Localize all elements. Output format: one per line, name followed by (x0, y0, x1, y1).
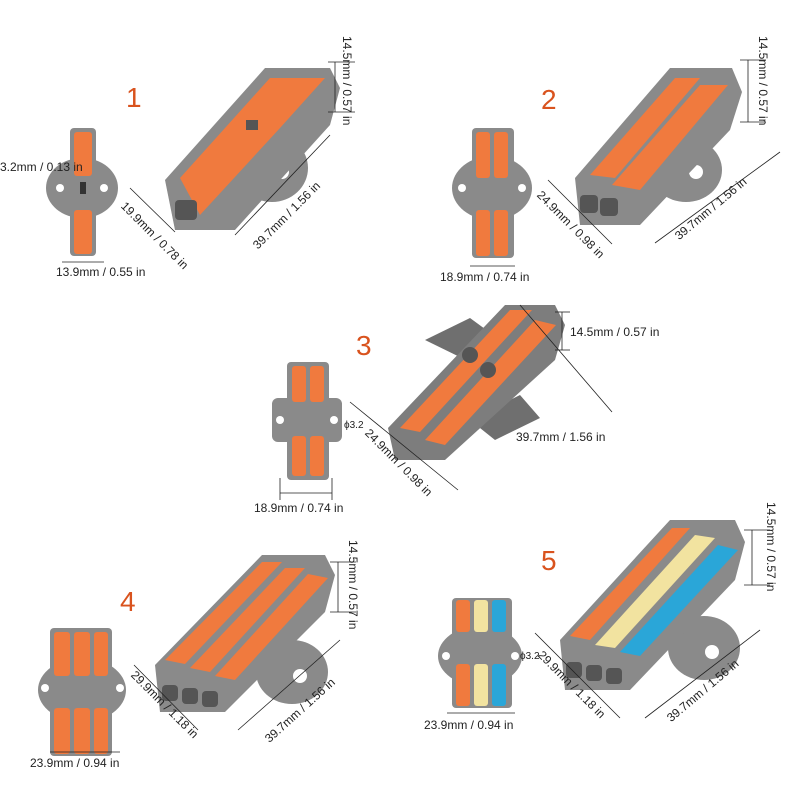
variant-4-number: 4 (120, 586, 136, 617)
variant-1-front-width-label: 13.9mm / 0.55 in (56, 265, 146, 279)
variant-4-iso-view (155, 555, 335, 712)
variant-2-number: 2 (541, 84, 557, 115)
variant-2-height-label: 14.5mm / 0.57 in (756, 36, 770, 126)
variant-5-number: 5 (541, 545, 557, 576)
variant-3-length-label: 39.7mm / 1.56 in (516, 430, 606, 444)
variant-2-front-view (452, 128, 532, 258)
variant-1-height-label: 14.5mm / 0.57 in (340, 36, 354, 126)
variant-3-front-width-label: 18.9mm / 0.74 in (254, 501, 344, 515)
variant-1-iso-view (165, 68, 340, 230)
variant-5-hole-label: ϕ3.2 (520, 651, 540, 662)
variant-3-hole-label: ϕ3.2 (344, 420, 364, 431)
variant-4-front-width-label: 23.9mm / 0.94 in (30, 756, 120, 770)
variant-3-front-view (272, 362, 342, 480)
variant-1-number: 1 (126, 82, 142, 113)
variant-5-front-view (438, 598, 522, 708)
variant-3-height-label: 14.5mm / 0.57 in (570, 325, 660, 339)
dimension-lines (50, 59, 781, 753)
variant-5-front-width-label: 23.9mm / 0.94 in (424, 718, 514, 732)
variant-4-height-label: 14.5mm / 0.57 in (346, 540, 360, 630)
variant-1-front-view (46, 128, 118, 256)
variant-2-iso-view (575, 68, 742, 225)
variant-3-number: 3 (356, 330, 372, 361)
variant-5-height-label: 14.5mm / 0.57 in (764, 502, 778, 592)
variant-5-iso-view (560, 520, 745, 690)
variant-3-iso-view (388, 305, 565, 460)
variant-1-hole-label: 3.2mm / 0.13 in (0, 160, 83, 174)
variant-4-front-view (38, 628, 126, 756)
variant-2-front-width-label: 18.9mm / 0.74 in (440, 270, 530, 284)
